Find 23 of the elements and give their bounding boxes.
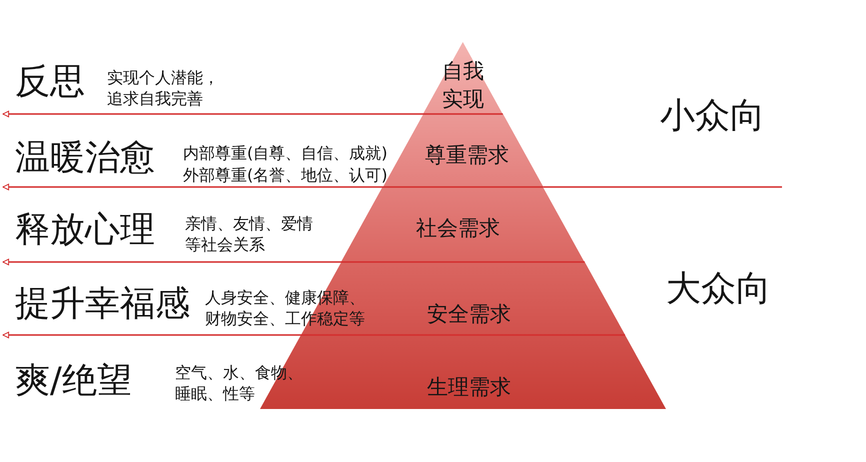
pyramid-layer	[423, 42, 503, 114]
pyramid-layer	[341, 187, 585, 262]
row-title: 爽/绝望	[15, 365, 132, 399]
layer-label: 尊重需求	[424, 142, 509, 170]
layer-label: 生理需求	[427, 374, 511, 402]
layer-label: 安全需求	[426, 301, 511, 328]
row-title: 反思	[15, 66, 85, 100]
arrow	[2, 110, 503, 118]
layer-label: 自我实现	[440, 58, 485, 113]
arrow	[2, 184, 544, 190]
description-text: 内部尊重(自尊、自信、成就)	[183, 142, 388, 164]
layer-label: 社会需求	[416, 215, 500, 242]
description-text: 实现个人潜能，追求自我完善	[107, 66, 220, 110]
row-title: 提升幸福感	[15, 288, 190, 322]
pyramid-layer	[300, 262, 626, 335]
audience-label: 小众向	[660, 100, 765, 134]
description-text: 亲情、友情、爱情等社会关系	[185, 212, 314, 256]
description-text: 外部尊重(名誉、地位、认可)	[183, 164, 388, 186]
arrow	[2, 258, 585, 266]
row-title: 温暖治愈	[15, 142, 155, 176]
audience-label: 大众向	[666, 273, 771, 307]
arrow	[2, 332, 626, 338]
row-title: 释放心理	[15, 214, 155, 248]
